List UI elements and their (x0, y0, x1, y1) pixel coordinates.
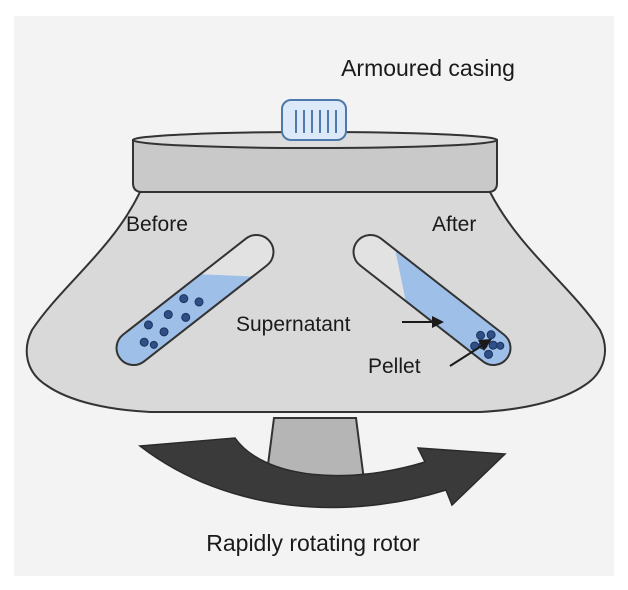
rotation-arrow-icon (138, 437, 507, 509)
before-label: Before (126, 213, 188, 236)
supernatant-pointer (402, 316, 444, 328)
handle-icon (281, 99, 347, 141)
centrifuge-body (25, 191, 606, 413)
centrifuge-lid (132, 139, 498, 193)
supernatant-label: Supernatant (236, 313, 351, 336)
tube-before (109, 228, 281, 372)
after-label: After (432, 213, 476, 236)
pellet-pointer (449, 339, 492, 367)
rotor-label: Rapidly rotating rotor (206, 530, 420, 556)
suspended-particles (139, 294, 204, 349)
pellet-label: Pellet (368, 355, 421, 378)
casing-label: Armoured casing (341, 55, 515, 81)
